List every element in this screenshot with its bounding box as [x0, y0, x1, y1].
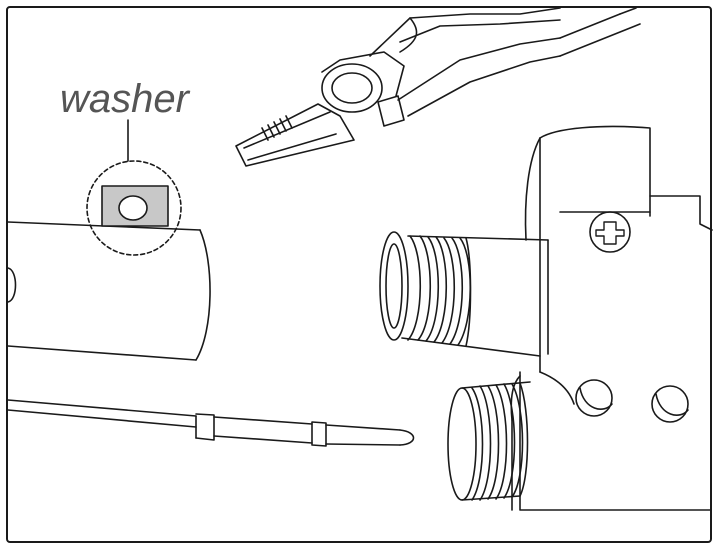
washer-callout: [86, 119, 182, 256]
pliers-icon: [235, 7, 641, 167]
phillips-screw-icon: [589, 211, 631, 253]
upper-threaded-outlet: [379, 231, 549, 357]
mounting-holes: [575, 379, 689, 423]
left-pipe: [7, 221, 211, 361]
washer-label: washer: [60, 77, 191, 121]
valve-body: [510, 125, 713, 511]
rod: [7, 399, 415, 447]
washer-callout-circle: [86, 160, 182, 256]
washer-icon: [101, 185, 169, 227]
lower-threaded-outlet: [447, 381, 531, 501]
diagram-border: [6, 6, 712, 543]
